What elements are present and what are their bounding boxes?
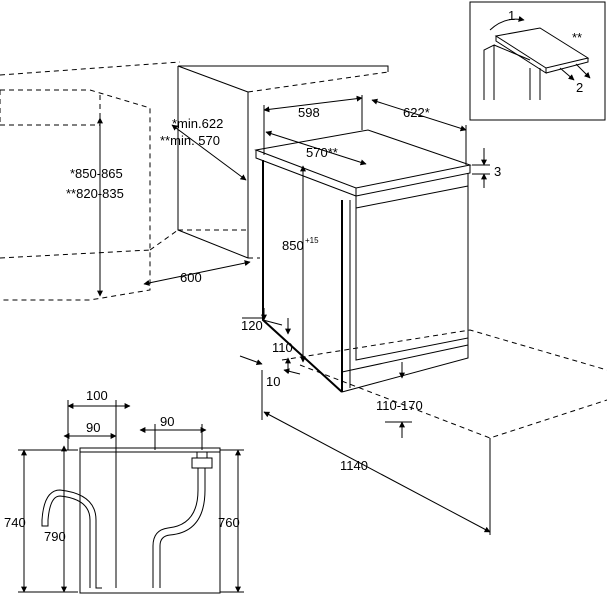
label-inset-note: ** [572, 30, 582, 45]
niche-cabinet [149, 65, 389, 259]
dim-niche-width [143, 260, 251, 286]
worktop-removal-inset: 1 2 ** [469, 1, 606, 121]
rear-view: 100 90 90 740 790 760 [4, 388, 244, 594]
dim-door-open [263, 411, 491, 533]
label-plinth-height: 120 [241, 318, 263, 333]
label-width: 598 [298, 105, 320, 120]
label-door-open: 1140 [340, 458, 368, 473]
label-niche-depth-a: *min.622 [172, 116, 223, 131]
dim-depth [371, 98, 467, 132]
label-niche-width: 600 [180, 270, 202, 285]
label-foot-recess: 10 [266, 374, 280, 389]
label-niche-height-b: **820-835 [66, 186, 124, 201]
label-hose-790: 790 [44, 529, 66, 544]
label-hose-760: 760 [218, 515, 240, 530]
dishwasher [254, 129, 472, 393]
inset-arrow-2 [559, 67, 575, 81]
label-plinth-adjust: 110-170 [376, 398, 423, 413]
dim-recess-b [283, 368, 301, 375]
label-top-depth: 570** [306, 145, 338, 160]
label-niche-height-a: *850-865 [70, 166, 123, 181]
label-niche-depth-b: **min. 570 [160, 133, 220, 148]
label-hose-100: 100 [86, 388, 108, 403]
label-step-1: 1 [508, 8, 515, 23]
dim-width [263, 95, 363, 113]
label-top-thickness: 3 [494, 164, 501, 179]
dim-recess-a [239, 355, 263, 365]
label-height: 850 [282, 238, 304, 253]
floor [261, 329, 607, 535]
label-height-sup: +15 [305, 236, 319, 245]
inset-arrow-1 [489, 15, 525, 31]
label-hose-90b: 90 [160, 414, 174, 429]
dim-niche-depth [171, 124, 247, 181]
label-foot-height: 110 [272, 340, 293, 355]
label-depth: 622* [403, 105, 430, 120]
left-cabinet [0, 61, 181, 301]
label-hose-90a: 90 [86, 420, 100, 435]
dim-top-depth [265, 130, 367, 166]
label-step-2: 2 [576, 80, 583, 95]
label-hose-740: 740 [4, 515, 26, 530]
